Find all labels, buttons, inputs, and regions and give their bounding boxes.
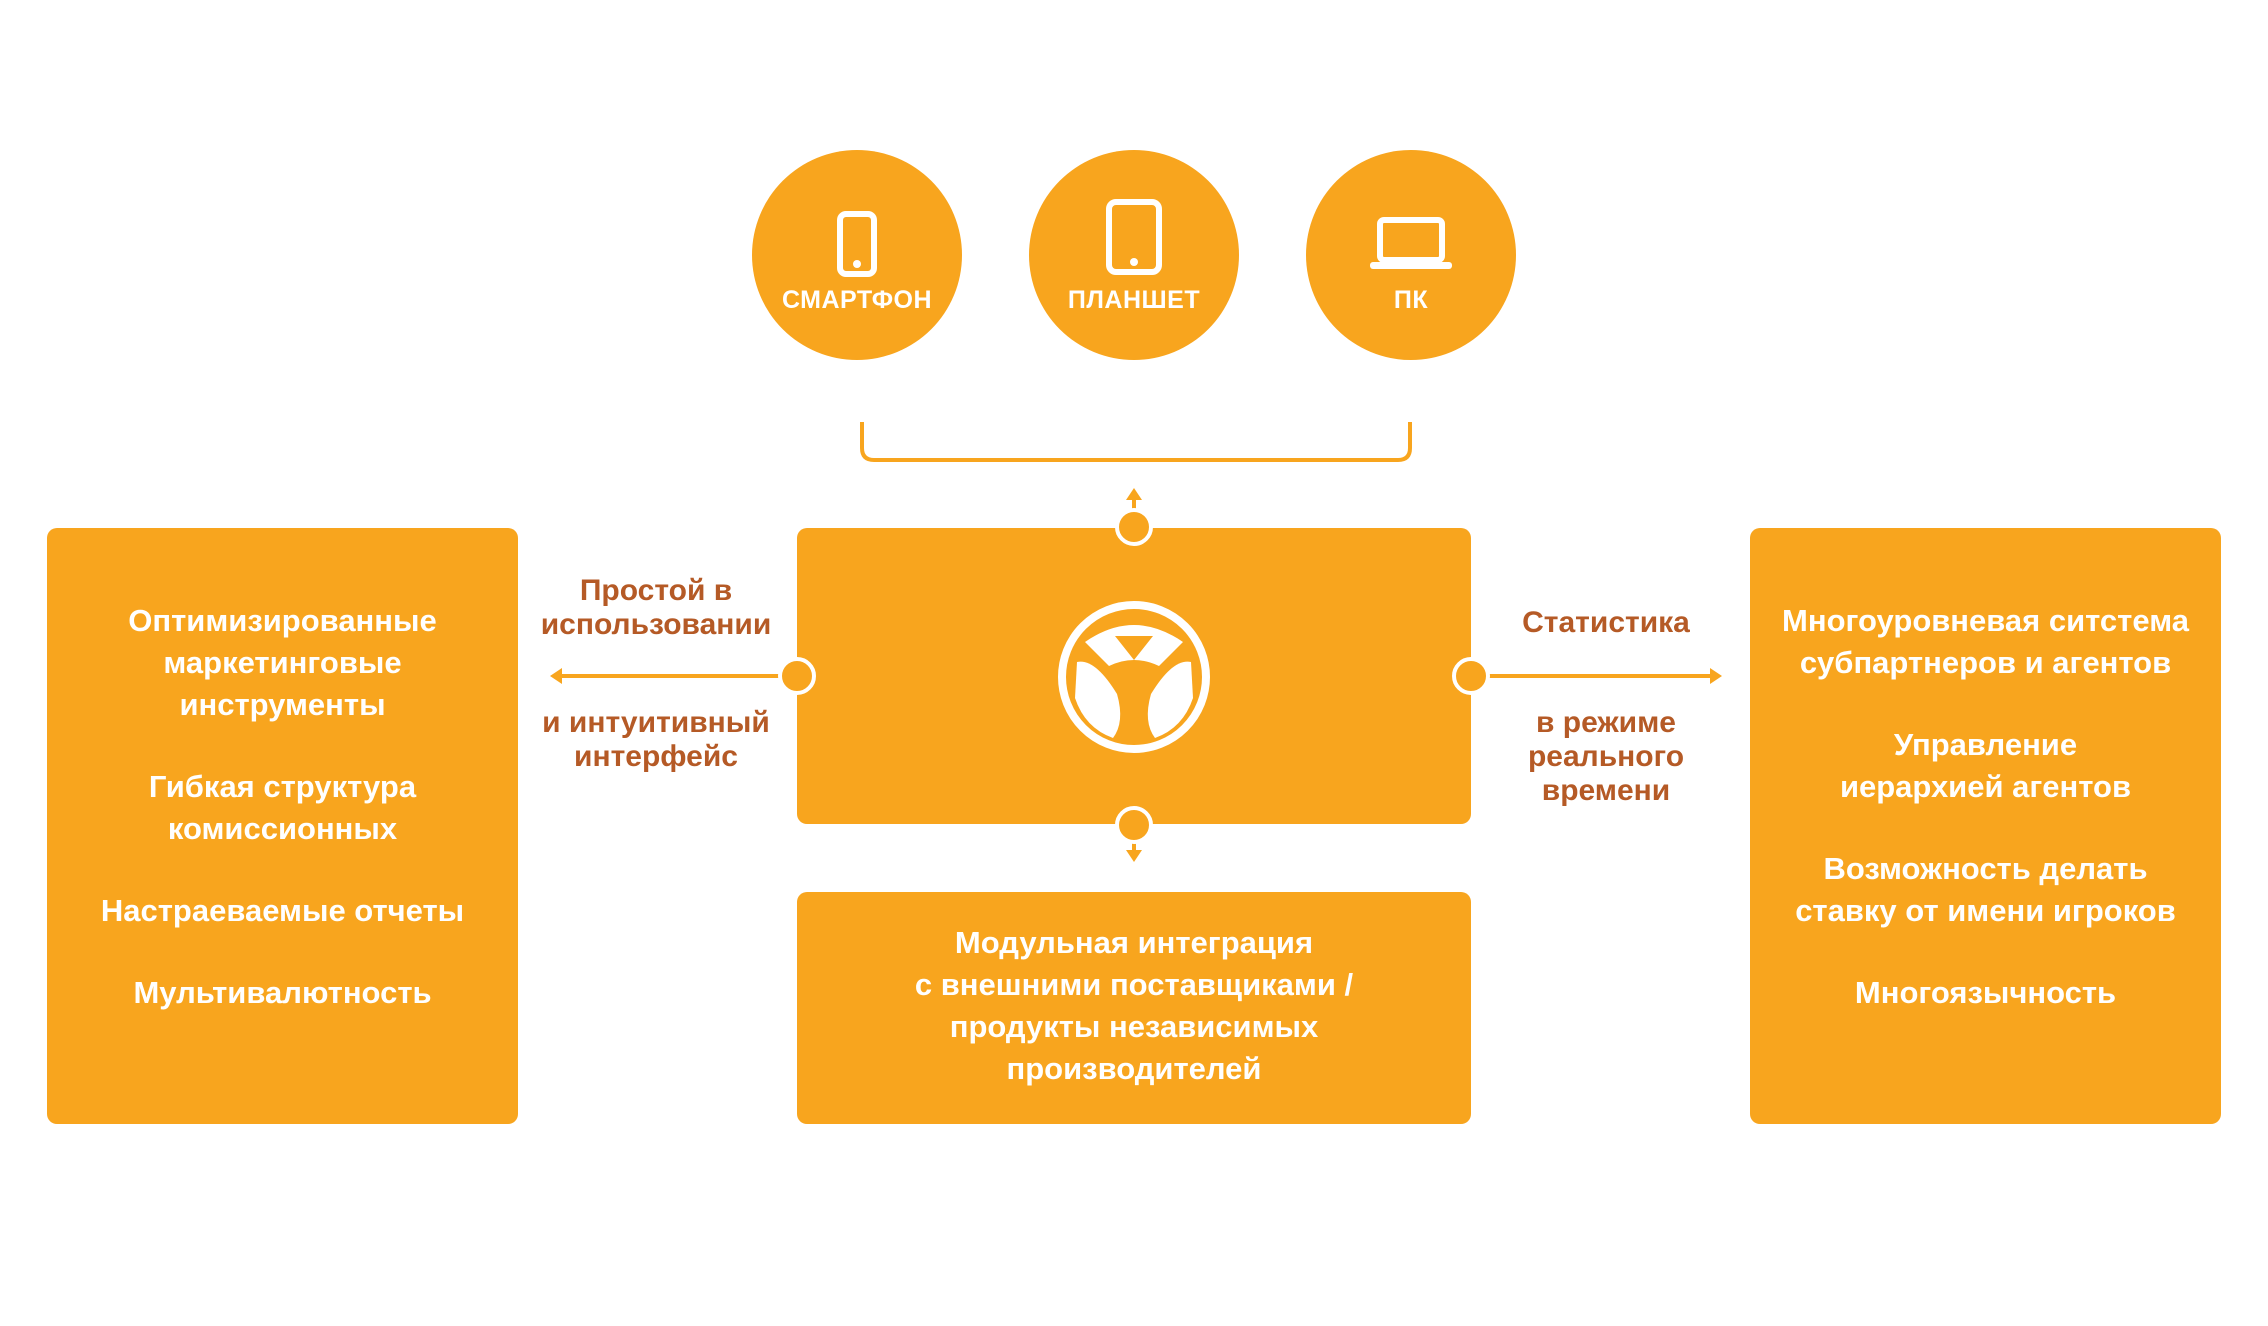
- center-panel: [797, 528, 1471, 824]
- right-item-line: Управление: [1893, 727, 2078, 762]
- left-item-line: Мультивалютность: [133, 975, 432, 1010]
- left-item-line: Оптимизированные: [128, 603, 437, 638]
- node-left: [778, 657, 816, 695]
- label-line: использовании: [540, 608, 772, 641]
- label-line: в режиме: [1536, 706, 1676, 739]
- label-line: и интуитивный: [542, 706, 770, 739]
- logo-icon: [1058, 601, 1210, 753]
- right-item-line: Возможность делать: [1823, 851, 2148, 886]
- node-right: [1452, 657, 1490, 695]
- left-panel: Оптимизированные маркетинговые инструмен…: [47, 528, 518, 1124]
- bottom-panel: Модульная интеграция с внешними поставщи…: [797, 892, 1471, 1124]
- left-item-line: Настраеваемые отчеты: [100, 893, 465, 928]
- device-label-tablet: ПЛАНШЕТ: [1067, 286, 1201, 314]
- label-line: времени: [1541, 774, 1671, 807]
- node-bottom: [1115, 806, 1153, 844]
- right-connector-top-label: Статистика: [1470, 606, 1742, 640]
- left-panel-list: Оптимизированные маркетинговые инструмен…: [47, 600, 518, 1014]
- bottom-panel-text: Модульная интеграция с внешними поставщи…: [797, 922, 1471, 1090]
- right-panel: Многоуровневая ситстема субпартнеров и а…: [1750, 528, 2221, 1124]
- bottom-line: производителей: [1006, 1051, 1262, 1086]
- label-line: Статистика: [1522, 606, 1690, 639]
- label-line: Простой в: [579, 574, 733, 607]
- left-item-line: Гибкая структура: [148, 769, 417, 804]
- right-item-line: ставку от имени игроков: [1795, 893, 2176, 928]
- label-line: интерфейс: [574, 740, 738, 773]
- label-line: реального: [1527, 740, 1685, 773]
- laptop-icon: [1370, 217, 1452, 269]
- right-item-line: Многоуровневая ситстема: [1782, 603, 2189, 638]
- right-item-line: субпартнеров и агентов: [1799, 645, 2172, 680]
- right-panel-list: Многоуровневая ситстема субпартнеров и а…: [1750, 600, 2221, 1014]
- smartphone-icon: [837, 211, 877, 277]
- bottom-line: Модульная интеграция: [954, 925, 1314, 960]
- bottom-line: с внешними поставщиками /: [914, 967, 1354, 1002]
- left-item-line: комиссионных: [167, 811, 398, 846]
- bottom-line: продукты независимых: [949, 1009, 1319, 1044]
- left-connector-bottom-label: и интуитивный интерфейс: [520, 706, 792, 774]
- right-item-line: иерархией агентов: [1839, 769, 2132, 804]
- left-item-line: маркетинговые: [163, 645, 402, 680]
- left-item-line: инструменты: [179, 687, 386, 722]
- right-connector-bottom-label: в режиме реального времени: [1470, 706, 1742, 808]
- device-label-smartphone: СМАРТФОН: [781, 286, 933, 314]
- device-label-pc: ПК: [1393, 286, 1429, 314]
- right-item-line: Многоязычность: [1854, 975, 2117, 1010]
- node-top: [1115, 508, 1153, 546]
- tablet-icon: [1106, 199, 1162, 275]
- left-connector-top-label: Простой в использовании: [520, 574, 792, 642]
- device-tablet: ПЛАНШЕТ: [1029, 150, 1239, 360]
- device-pc: ПК: [1306, 150, 1516, 360]
- device-smartphone: СМАРТФОН: [752, 150, 962, 360]
